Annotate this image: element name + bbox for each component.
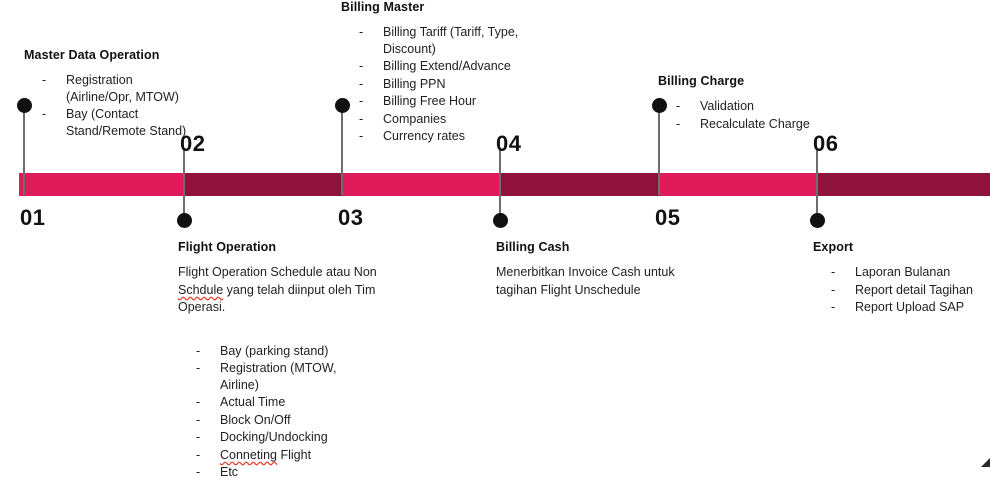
corner-artifact [981, 458, 990, 467]
marker-stem [23, 105, 25, 195]
list-item: Billing Free Hour [341, 93, 541, 110]
marker-stem [183, 148, 185, 218]
list-item: Bay (Contact Stand/Remote Stand) [24, 106, 199, 139]
marker-number: 01 [20, 205, 46, 230]
step-paragraph-billing-cash: Menerbitkan Invoice Cash untuk tagihan F… [496, 265, 675, 297]
step-title-flight-operation: Flight Operation [178, 240, 277, 254]
step-list-billing-charge: Validation Recalculate Charge [658, 98, 868, 132]
list-item: Laporan Bulanan [813, 264, 990, 281]
step-list-flight-operation: Bay (parking stand) Registration (MTOW, … [178, 343, 378, 481]
marker-dot-icon [16, 98, 32, 113]
marker-stem [499, 148, 501, 218]
step-block-billing-master: Billing Master Billing Tariff (Tariff, T… [341, 0, 541, 146]
marker-number: 03 [338, 205, 364, 230]
marker-dot-icon [492, 213, 508, 228]
paragraph-text-part1: Flight Operation Schedule atau Non [178, 265, 377, 279]
marker-number: 04 [496, 131, 522, 156]
step-list-master-data-operation: Registration (Airline/Opr, MTOW) Bay (Co… [24, 72, 199, 139]
marker-number: 06 [813, 131, 839, 156]
marker-stem [341, 105, 343, 195]
timeline-segment-05-06 [659, 173, 817, 196]
list-item: Actual Time [178, 394, 378, 411]
list-item: Recalculate Charge [658, 116, 868, 133]
list-item: Registration (Airline/Opr, MTOW) [24, 72, 199, 105]
spacer [178, 323, 378, 343]
list-item-text-suffix: Flight [277, 447, 312, 462]
list-item: Registration (MTOW, Airline) [178, 360, 378, 393]
step-title-export: Export [813, 240, 854, 254]
list-item: Bay (parking stand) [178, 343, 378, 360]
step-title-billing-master: Billing Master [341, 0, 425, 14]
list-item: Billing PPN [341, 76, 541, 93]
marker-dot-icon [334, 98, 350, 113]
list-item: Validation [658, 98, 868, 115]
timeline-bar [19, 173, 990, 196]
step-list-export: Laporan Bulanan Report detail Tagihan Re… [813, 264, 990, 316]
list-item: Report detail Tagihan [813, 282, 990, 299]
marker-dot-icon [176, 213, 192, 228]
step-paragraph-flight-operation: Flight Operation Schedule atau Non Schdu… [178, 264, 378, 317]
list-item: Companies [341, 111, 541, 128]
step-title-master-data-operation: Master Data Operation [24, 48, 160, 62]
list-item: Billing Tariff (Tariff, Type, Discount) [341, 24, 541, 57]
marker-dot-icon [809, 213, 825, 228]
step-title-billing-cash: Billing Cash [496, 240, 570, 254]
paragraph-text-part2: yang telah diinput oleh Tim Operasi. [178, 282, 376, 315]
list-item-connecting-flight: Conneting Flight [178, 447, 378, 464]
timeline-segment-04-05 [500, 173, 659, 196]
timeline-segment-06-end [817, 173, 990, 196]
timeline-segment-02-03 [184, 173, 342, 196]
list-item: Docking/Undocking [178, 429, 378, 446]
list-item: Report Upload SAP [813, 299, 990, 316]
step-block-master-data-operation: Master Data Operation Registration (Airl… [24, 48, 199, 140]
step-block-billing-cash: Billing Cash Menerbitkan Invoice Cash un… [496, 240, 701, 305]
timeline-segment-01-02 [19, 173, 184, 196]
marker-stem [658, 105, 660, 195]
list-item: Block On/Off [178, 412, 378, 429]
list-item: Billing Extend/Advance [341, 58, 541, 75]
step-block-export: Export Laporan Bulanan Report detail Tag… [813, 240, 990, 317]
misspelled-word-conneting: Conneting [220, 447, 277, 462]
step-block-flight-operation: Flight Operation Flight Operation Schedu… [178, 240, 378, 482]
misspelled-word-schdule: Schdule [178, 282, 224, 297]
step-title-billing-charge: Billing Charge [658, 74, 745, 88]
marker-dot-icon [651, 98, 667, 113]
list-item: Currency rates [341, 128, 541, 145]
timeline-diagram: Master Data Operation Registration (Airl… [0, 0, 990, 467]
step-list-billing-master: Billing Tariff (Tariff, Type, Discount) … [341, 24, 541, 145]
marker-stem [816, 148, 818, 218]
marker-number: 05 [655, 205, 681, 230]
marker-number: 02 [180, 131, 206, 156]
timeline-segment-03-04 [342, 173, 500, 196]
list-item: Etc [178, 464, 378, 481]
step-block-billing-charge: Billing Charge Validation Recalculate Ch… [658, 74, 868, 133]
